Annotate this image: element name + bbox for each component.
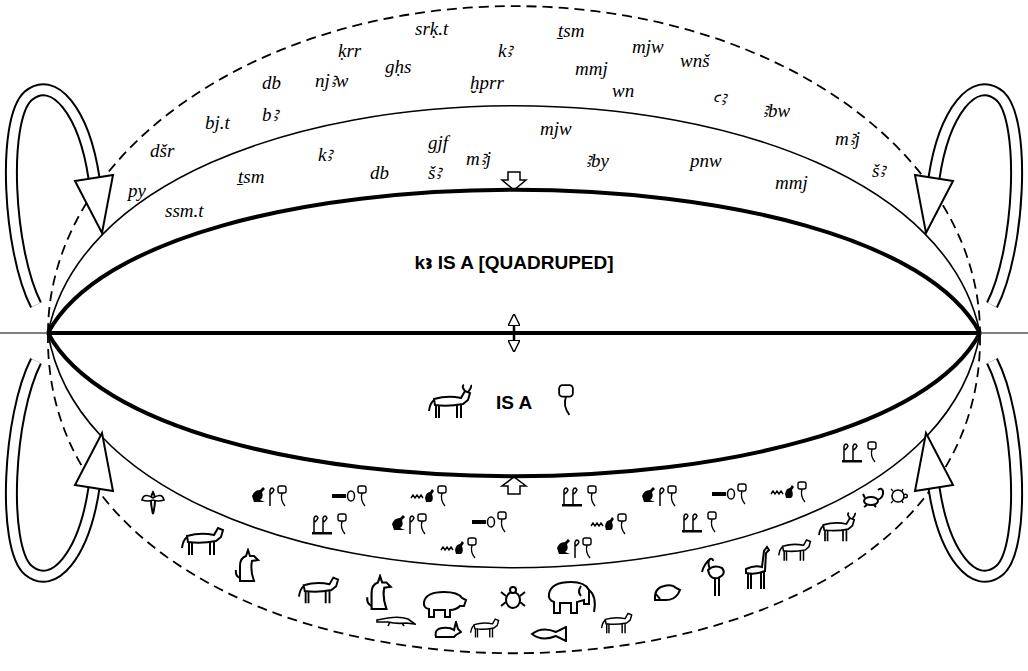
transliteration-label: ssm.t [165, 200, 204, 222]
curved-arrow [915, 90, 1017, 305]
inner-solid-arc [48, 106, 980, 333]
hieroglyph-word [682, 512, 716, 533]
frog-hieroglyph [655, 585, 680, 600]
hieroglyph-word [441, 538, 476, 558]
transliteration-label: mjw [540, 118, 572, 140]
transliteration-label: db [370, 162, 389, 184]
bull-hieroglyph [819, 513, 855, 541]
transliteration-label: šꜣ [872, 160, 885, 182]
transliteration-label: mjw [632, 36, 664, 58]
hieroglyph-word [557, 538, 591, 558]
lens-outline-path [48, 190, 980, 333]
pig-hieroglyph [602, 613, 632, 633]
transliteration-label: srḳ.t [415, 18, 448, 40]
outer-dashed-arc [48, 333, 980, 653]
crocodile-hieroglyph [377, 617, 415, 626]
hieroglyph-word [332, 486, 366, 506]
hieroglyph-word [842, 442, 876, 463]
transliteration-label: bꜣ [262, 104, 278, 126]
hieroglyph-word [252, 486, 286, 506]
elephant-hieroglyph [549, 582, 595, 613]
transliteration-label: mꜣj [835, 128, 860, 150]
transliteration-label: gḥs [385, 56, 411, 78]
lion-hieroglyph [182, 528, 223, 555]
node-text: IS A [48, 392, 980, 414]
inner-solid-arc [48, 333, 980, 568]
transliteration-label: ṯsm [238, 166, 264, 188]
curved-arrow [915, 361, 1017, 576]
hieroglyph-word [771, 482, 806, 502]
curved-arrow [11, 361, 113, 576]
lens-outline-path [48, 333, 980, 476]
transliteration-label: ꜣby [585, 150, 609, 172]
transliteration-label: mmj [775, 172, 808, 194]
fish-hieroglyph [532, 627, 566, 641]
horse-hieroglyph [779, 540, 811, 561]
transliteration-label: ṯsm [558, 20, 584, 42]
transliteration-label: ḳrr [338, 40, 361, 62]
hieroglyph-word [392, 514, 426, 534]
hieroglyph-word [312, 514, 346, 535]
turtle-hieroglyph [891, 489, 907, 503]
transliteration-label: gjf [428, 132, 448, 154]
transliteration-label: ḫprr [470, 72, 504, 94]
transliteration-label: kꜣ [498, 40, 512, 62]
goat-hieroglyph [299, 578, 338, 604]
transliteration-label: dšr [150, 140, 174, 162]
hare-hieroglyph [436, 622, 461, 637]
insect-hieroglyph [142, 492, 164, 514]
small-arrow [502, 172, 526, 190]
scorpion-hieroglyph [863, 489, 883, 507]
transliteration-label: bj.t [205, 112, 230, 134]
hieroglyph-word [642, 486, 676, 506]
giraffe-hieroglyph [746, 547, 769, 589]
transliteration-label: njꜣw [315, 70, 348, 92]
lens-outline [48, 351, 980, 476]
hieroglyph-word [411, 486, 446, 506]
transliteration-label: kꜣ [318, 144, 332, 166]
hieroglyph-word [591, 514, 626, 534]
node-text: kꜣ IS A [QUADRUPED] [48, 252, 980, 274]
determinative-hieroglyph [559, 385, 573, 415]
outer-dashed-arc [48, 6, 980, 333]
hippo-hieroglyph [424, 592, 466, 617]
transliteration-label: mꜣj [466, 148, 491, 170]
transliteration-label: wnš [680, 50, 710, 72]
bull-hieroglyph [429, 385, 471, 418]
hieroglyph-word [712, 484, 746, 504]
lens-node: IS A [48, 351, 980, 476]
ibis-hieroglyph [702, 559, 724, 596]
curved-arrow [11, 90, 113, 305]
jackal-hieroglyph [236, 550, 258, 581]
transliteration-label: wn [612, 80, 634, 102]
transliteration-label: pnw [690, 150, 722, 172]
transliteration-label: ꜣbw [762, 100, 790, 122]
transliteration-label: mmj [575, 58, 608, 80]
transliteration-label: ꜥꜣ [712, 88, 726, 110]
small-arrow [502, 477, 526, 494]
beetle-hieroglyph [501, 587, 525, 608]
gazelle-hieroglyph [471, 619, 499, 637]
double-arrow-connector [513, 315, 516, 351]
hieroglyph-word [472, 512, 506, 532]
hieroglyph-word [562, 486, 596, 507]
baboon-hieroglyph [367, 576, 390, 609]
transliteration-label: šꜣ [428, 162, 441, 184]
transliteration-label: py [128, 180, 146, 202]
transliteration-label: db [262, 72, 281, 94]
